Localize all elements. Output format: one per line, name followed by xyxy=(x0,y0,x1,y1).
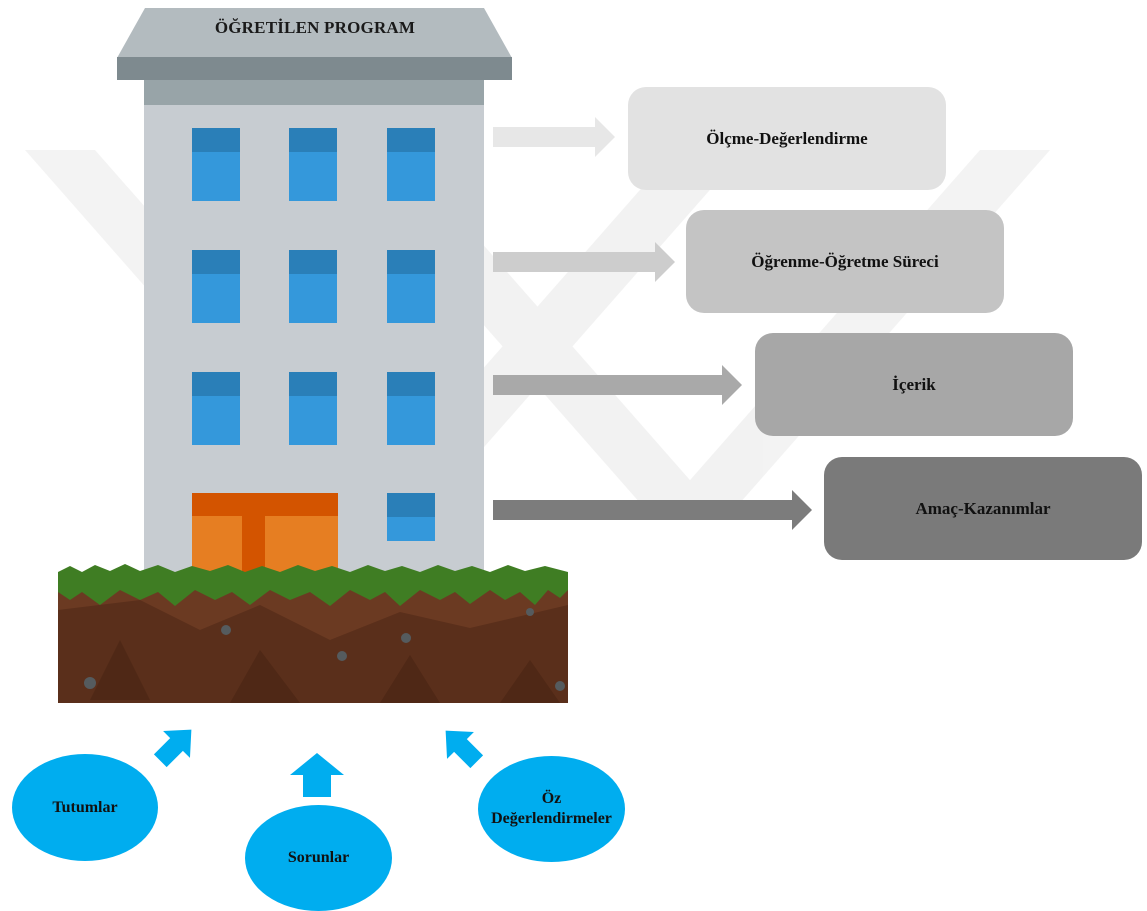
grass xyxy=(58,564,568,606)
window xyxy=(289,128,337,201)
window xyxy=(192,250,240,323)
window xyxy=(192,128,240,201)
building-title: ÖĞRETİLEN PROGRAM xyxy=(214,18,416,37)
building xyxy=(117,8,512,573)
foundation-sorunlar: Sorunlar xyxy=(245,805,392,911)
window xyxy=(387,493,435,541)
building-roof xyxy=(117,8,512,58)
foundation-oz-degerlendirmeler: Öz Değerlendirmeler xyxy=(478,756,625,862)
arrow-up-icon xyxy=(290,753,344,797)
foundation-oz-label-line1: Öz xyxy=(541,790,562,807)
layer-arrows xyxy=(493,117,812,530)
window xyxy=(289,372,337,445)
arrow-to-amac xyxy=(493,490,812,530)
building-cornice xyxy=(144,80,484,105)
building-roof-eave xyxy=(117,57,512,80)
arrow-to-olcme xyxy=(493,117,615,157)
arrow-to-icerik xyxy=(493,365,742,405)
door xyxy=(192,493,338,573)
arrow-up-left-icon xyxy=(445,730,484,769)
window xyxy=(192,372,240,445)
arrow-to-ogrenme xyxy=(493,242,675,282)
window xyxy=(289,250,337,323)
layer-box-amac-kazanimlar: Amaç-Kazanımlar xyxy=(824,457,1142,560)
foundation-tutumlar: Tutumlar xyxy=(12,754,158,861)
window xyxy=(387,250,435,323)
layer-box-olcme-degerlendirme: Ölçme-Değerlendirme xyxy=(628,87,946,190)
ground xyxy=(58,564,568,703)
foundation-oz-label-line2: Değerlendirmeler xyxy=(491,810,612,827)
foundation-tutumlar-label: Tutumlar xyxy=(52,798,118,816)
window xyxy=(387,372,435,445)
arrow-up-right-icon xyxy=(153,729,192,768)
foundation-sorunlar-label: Sorunlar xyxy=(287,849,350,866)
layer-box-icerik: İçerik xyxy=(755,333,1073,436)
layer-box-ogrenme-ogretme: Öğrenme-Öğretme Süreci xyxy=(686,210,1004,313)
foundation-arrows xyxy=(153,729,484,797)
window xyxy=(387,128,435,201)
